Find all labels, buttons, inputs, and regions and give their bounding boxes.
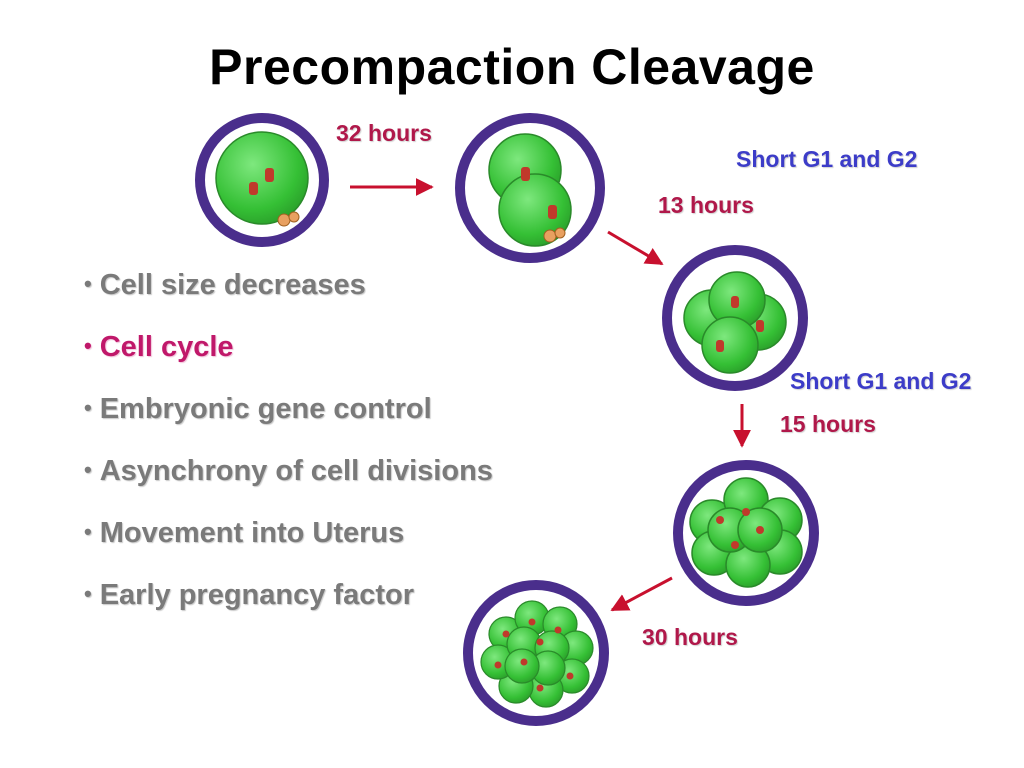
note-label-short-g1-g2: Short G1 and G2 [790, 368, 972, 394]
bullet-asynchrony: •Asynchrony of cell divisions [84, 455, 493, 487]
duration-label-13h: 13 hours [658, 192, 754, 218]
sixteen-cell-embryo [463, 580, 609, 726]
bullet-text: Asynchrony of cell divisions [99, 455, 493, 487]
four-cell-embryo [662, 245, 808, 391]
bullet-text: Cell cycle [99, 331, 234, 363]
note-label-short-g1-g2: Short G1 and G2 [736, 146, 918, 172]
two-cell-embryo [455, 113, 605, 263]
bullet-text: Early pregnancy factor [99, 579, 414, 611]
arrow-stage2-to-3 [607, 230, 664, 266]
eight-cell-embryo [673, 460, 819, 606]
bullet-text: Embryonic gene control [99, 393, 432, 425]
bullet-cell-cycle: •Cell cycle [84, 331, 234, 363]
duration-label-32h: 32 hours [336, 120, 432, 146]
bullet-epf: •Early pregnancy factor [84, 579, 414, 611]
bullet-movement: •Movement into Uterus [84, 517, 405, 549]
one-cell-embryo [195, 113, 329, 247]
duration-label-30h: 30 hours [642, 624, 738, 650]
bullet-list: •Cell size decreases •Cell cycle •Embryo… [84, 262, 493, 634]
bullet-text: Cell size decreases [99, 269, 366, 301]
bullet-cell-size: •Cell size decreases [84, 269, 366, 301]
slide-title: Precompaction Cleavage [209, 39, 815, 95]
duration-label-15h: 15 hours [780, 411, 876, 437]
bullet-gene-control: •Embryonic gene control [84, 393, 432, 425]
bullet-text: Movement into Uterus [99, 517, 405, 549]
arrow-stage4-to-5 [610, 576, 673, 612]
